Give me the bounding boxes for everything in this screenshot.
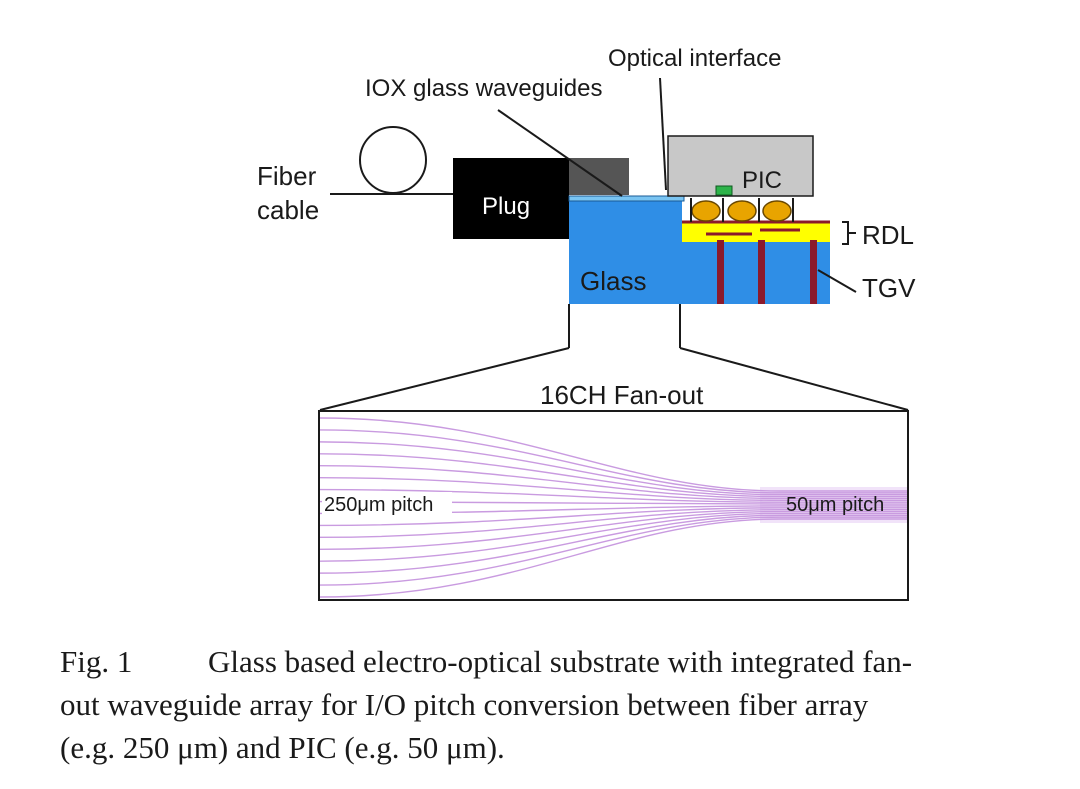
fiber-coil <box>359 126 427 194</box>
waveguide-channel <box>319 508 907 539</box>
waveguide-channel <box>319 510 907 550</box>
waveguide-channel <box>319 476 907 502</box>
waveguide-channel <box>319 507 907 527</box>
plug-label: Plug <box>482 193 530 220</box>
zoom-right-diagonal <box>679 347 909 411</box>
waveguide-channel <box>319 465 907 500</box>
glass-substrate <box>569 198 682 304</box>
plug-ferrule <box>569 158 629 195</box>
caption-line-2: out waveguide array for I/O pitch conver… <box>60 687 869 722</box>
waveguide-channel <box>319 514 907 574</box>
iox-pointer <box>497 109 623 197</box>
waveguide-array <box>319 417 907 598</box>
glass-label: Glass <box>580 266 646 296</box>
caption-text-1: Glass based electro-optical substrate wi… <box>208 644 913 679</box>
fiber-label-line1: Fiber <box>257 161 317 191</box>
pic-chip <box>667 135 814 197</box>
waveguide-channel <box>319 429 907 494</box>
rdl-bracket <box>842 221 856 245</box>
zoom-left-diagonal <box>319 347 570 411</box>
iox-waveguide-layer <box>568 195 685 202</box>
solder-bumps <box>691 200 792 222</box>
waveguide-channel <box>319 516 907 586</box>
tgv-label: TGV <box>862 273 916 303</box>
waveguide-channel <box>319 518 907 598</box>
waveguide-channel <box>319 453 907 498</box>
rdl-label: RDL <box>862 220 914 250</box>
caption-fig-number: Fig. 1 <box>60 644 133 679</box>
caption-line-1: Fig. 1 Glass based electro-optical substr… <box>60 640 1060 683</box>
plug-block <box>453 158 569 239</box>
optical-coupler <box>715 185 733 196</box>
tgv-pointer <box>817 269 857 293</box>
tgv-vias <box>717 240 817 304</box>
waveguide-channel <box>319 441 907 496</box>
pic-label: PIC <box>742 167 782 194</box>
fiber-label-line2: cable <box>257 195 319 225</box>
waveguide-channel <box>319 488 907 503</box>
pitch-left-bg <box>322 492 452 516</box>
optical-interface-label: Optical interface <box>608 45 781 72</box>
pitch-right-label: 50μm pitch <box>786 494 884 516</box>
waveguide-channel <box>319 512 907 562</box>
pitch-left-label: 250μm pitch <box>324 494 433 516</box>
optical-interface-pointer <box>659 77 667 191</box>
rdl-layer <box>682 222 830 242</box>
iox-label: IOX glass waveguides <box>365 75 602 102</box>
figure-caption: Fig. 1 Glass based electro-optical substr… <box>60 640 1060 769</box>
rdl-traces <box>682 220 830 236</box>
bump-posts <box>690 198 794 222</box>
caption-line-3: (e.g. 250 μm) and PIC (e.g. 50 μm). <box>60 730 505 765</box>
fanout-title: 16CH Fan-out <box>540 380 704 410</box>
waveguide-channel <box>319 417 907 492</box>
